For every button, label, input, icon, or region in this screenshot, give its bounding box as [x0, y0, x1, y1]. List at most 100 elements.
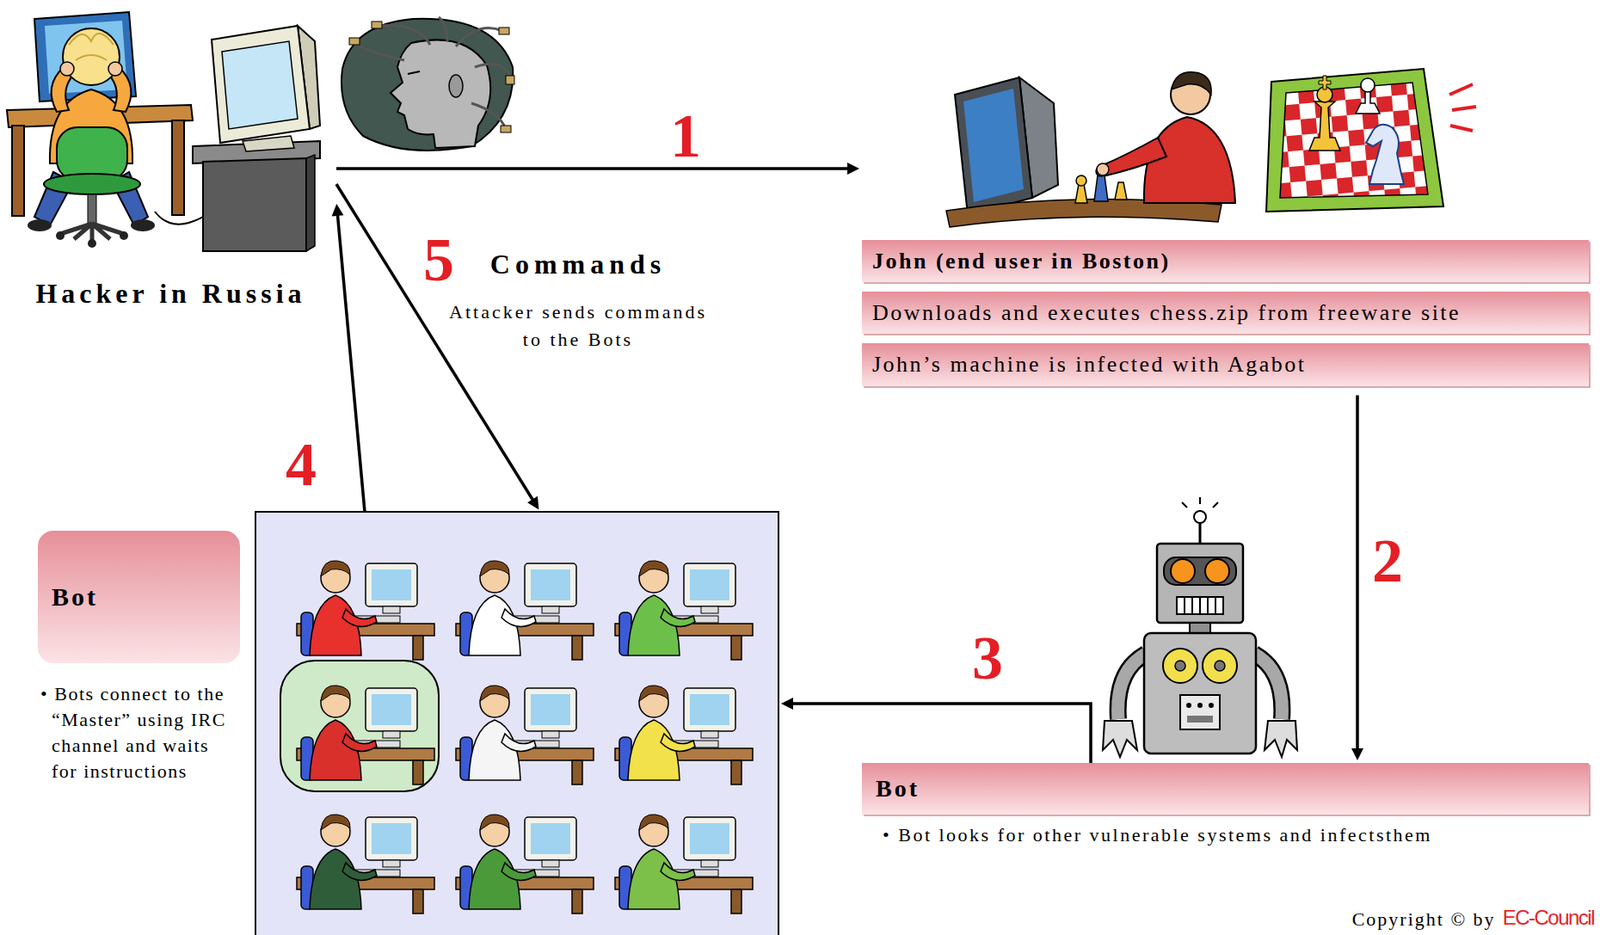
- callout-number: 4: [285, 433, 317, 496]
- botnet-illustration: [296, 560, 435, 660]
- botnet-node: Bot • Bots connect to the “Master” using …: [37, 511, 779, 935]
- robot-illustration: [1180, 695, 1220, 730]
- chessboard-illustration: [1360, 78, 1375, 93]
- hacker-illustration: [56, 127, 128, 181]
- robot-illustration: [1156, 543, 1244, 623]
- wired-head-illustration: [390, 39, 491, 148]
- bullet-text: • Bot looks for other vulnerable systems…: [861, 823, 1589, 849]
- callout-number: 2: [1372, 529, 1404, 592]
- chessboard-illustration: [1449, 84, 1477, 131]
- chessboard-illustration: [1366, 124, 1404, 185]
- chessboard-illustration: [1266, 68, 1477, 212]
- box-heading: Bot: [37, 530, 240, 664]
- copyright-text: Copyright © by: [1352, 908, 1496, 931]
- hacker-illustration: [87, 194, 97, 224]
- robot-illustration: [1264, 720, 1298, 757]
- chess-player-illustration: [1114, 182, 1127, 200]
- hacker-illustration: [6, 12, 320, 252]
- chessboard-illustration: [1309, 101, 1341, 151]
- chessboard-illustration: [1266, 68, 1444, 212]
- robot-illustration: [1184, 596, 1216, 615]
- robot-illustration: [1102, 720, 1138, 757]
- hacker-illustration: [211, 25, 310, 143]
- hacker-illustration: [119, 231, 129, 240]
- robot-illustration: [1254, 653, 1282, 720]
- hacker-illustration: [43, 173, 141, 195]
- botnet-illustration: [280, 660, 439, 792]
- botnet-illustration: [296, 685, 435, 785]
- hacker-illustration: [62, 28, 120, 86]
- hacker-illustration: [172, 120, 185, 216]
- wired-head-illustration: [498, 27, 510, 35]
- hacker-illustration: [221, 41, 298, 130]
- chessboard-illustration: [1280, 82, 1428, 198]
- chess-player-illustration: [1171, 72, 1212, 95]
- callout-number: 5: [423, 228, 455, 291]
- edge-label: Commands: [490, 249, 666, 280]
- hacker-illustration: [55, 231, 65, 240]
- hacker-illustration: [203, 158, 307, 252]
- wired-head-illustration: [500, 125, 511, 133]
- hacker-illustration: [60, 223, 124, 241]
- chess-player-illustration: [1102, 137, 1167, 176]
- robot-illustration: [1118, 653, 1146, 720]
- node-label: Hacker in Russia: [5, 276, 337, 310]
- wired-head-illustration: [449, 74, 463, 98]
- note-text: Attacker sends commands to the Bots: [440, 298, 716, 354]
- botnet-illustration: [615, 685, 753, 785]
- robot-illustration: [1163, 648, 1198, 684]
- robot-illustration: [1208, 702, 1214, 708]
- robot-illustration: [1102, 497, 1298, 757]
- robot-illustration: [1197, 702, 1203, 708]
- chess-player-illustration: [946, 72, 1236, 228]
- robot-illustration: [1205, 559, 1230, 584]
- bar-text: John’s machine is infected with Agabot: [861, 343, 1589, 386]
- hacker-illustration: [130, 219, 155, 232]
- robot-illustration: [1214, 660, 1225, 671]
- wired-head-illustration: [371, 21, 382, 29]
- hacker-illustration: [60, 61, 74, 76]
- botnet-illustration: [455, 685, 594, 785]
- copyright-brand: EC-Council: [1502, 906, 1594, 930]
- robot-illustration: [1189, 622, 1211, 634]
- bar-text: Downloads and executes chess.zip from fr…: [861, 291, 1589, 334]
- botnet-illustration: [615, 560, 753, 660]
- bar-heading: John (end user in Boston): [861, 240, 1589, 283]
- robot-illustration: [1170, 559, 1195, 584]
- botnet-illustration: [296, 814, 435, 914]
- robot-illustration: [1175, 660, 1186, 671]
- callout-number: 1: [670, 104, 702, 167]
- robot-illustration: [1202, 648, 1237, 684]
- hacker-illustration: [12, 125, 25, 216]
- arrow-connector: [787, 703, 1091, 764]
- arrow-connector: [336, 184, 536, 505]
- callout-number: 3: [972, 627, 1004, 690]
- chessboard-illustration: [1355, 89, 1380, 114]
- robot-illustration: [1163, 557, 1237, 585]
- robot-illustration: [1118, 653, 1146, 720]
- hacker-illustration: [87, 239, 97, 248]
- wired-head-illustration: [505, 75, 515, 85]
- robot-illustration: [1199, 521, 1202, 544]
- robot-illustration: [1187, 715, 1213, 723]
- botnet-illustration: [615, 814, 753, 914]
- robot-illustration: [1186, 702, 1192, 708]
- bullet-text: • Bots connect to the “Master” using IRC…: [37, 681, 238, 785]
- robot-illustration: [1176, 596, 1224, 615]
- chess-player-illustration: [963, 88, 1024, 203]
- wired-head-illustration: [341, 17, 515, 151]
- hacker-illustration: [108, 61, 123, 76]
- botnet-illustration: [455, 814, 594, 914]
- chess-player-illustration: [954, 77, 1033, 216]
- bot-node: Bot• Bot looks for other vulnerable syst…: [861, 763, 1589, 848]
- arrow-connector: [1355, 395, 1360, 755]
- wired-head-illustration: [354, 17, 511, 130]
- chess-player-illustration: [1076, 175, 1087, 186]
- wired-head-illustration: [349, 37, 360, 45]
- hacker-illustration: [154, 211, 204, 225]
- arrow-connector: [336, 166, 854, 171]
- chess-player-illustration: [1094, 175, 1108, 202]
- arrow-connector: [337, 209, 365, 512]
- hacker-illustration: [242, 135, 295, 152]
- hacker-illustration: [306, 154, 315, 252]
